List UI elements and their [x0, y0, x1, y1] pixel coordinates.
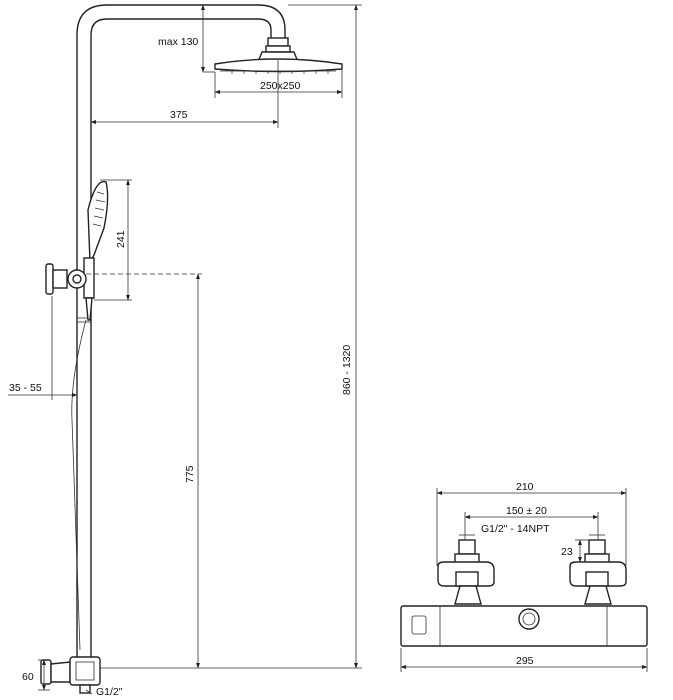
dim-overall-height-label: 860 - 1320	[341, 345, 353, 395]
dim-hand-shower-label: 241	[115, 230, 127, 248]
dim-connector-thread-label: G1/2"	[96, 686, 123, 698]
dim-mixer-width-top-label: 210	[516, 481, 534, 493]
head-shower	[214, 37, 343, 74]
hand-shower	[71, 180, 109, 651]
shower-column	[76, 4, 286, 660]
mixer-dimension-lines	[400, 488, 648, 672]
dim-arm-reach-label: 375	[170, 109, 188, 121]
dim-inlet-height-label: 23	[561, 546, 573, 558]
dim-holder-height-label: 775	[184, 465, 196, 483]
dim-mixer-width-bottom-label: 295	[516, 655, 534, 667]
dim-head-drop-label: max 130	[158, 36, 198, 48]
dim-head-size-label: 250x250	[260, 80, 300, 92]
dimension-lines	[8, 4, 362, 695]
dim-wall-offset-label: 35 - 55	[9, 382, 42, 394]
wall-connector	[40, 656, 101, 694]
hand-shower-holder	[45, 263, 87, 295]
dim-mixer-thread-label: G1/2" - 14NPT	[481, 523, 550, 535]
dim-mixer-spacing-label: 150 ± 20	[506, 505, 547, 517]
thermostatic-mixer	[400, 539, 648, 647]
dim-connector-height-label: 60	[22, 671, 34, 683]
